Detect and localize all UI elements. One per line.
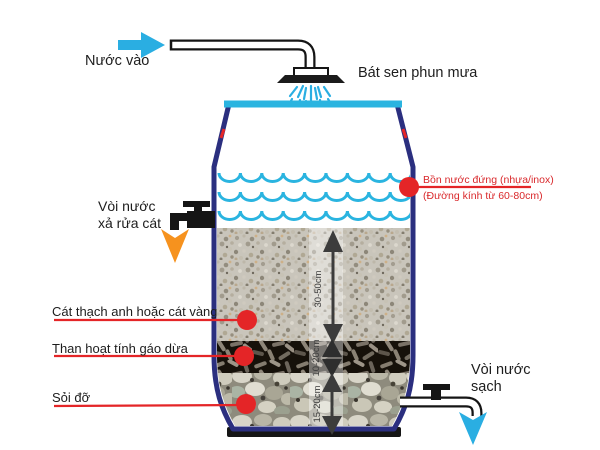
carbon-label: Than hoạt tính gáo dừa bbox=[52, 341, 189, 356]
inlet-label: Nước vào bbox=[85, 53, 149, 69]
drain-label-line1: Vòi nước bbox=[98, 198, 155, 214]
carbon-callout-dot bbox=[234, 346, 254, 366]
sand-depth-arrow bbox=[323, 230, 343, 344]
clean-label-line2: sạch bbox=[471, 379, 502, 395]
callout-lines bbox=[53, 185, 531, 408]
tank-outline bbox=[211, 101, 416, 432]
clean-label-line1: Vòi nước bbox=[471, 362, 531, 378]
sand-depth-label: 30-50cm bbox=[313, 270, 324, 307]
sand-label: Cát thạch anh hoặc cát vàng bbox=[52, 304, 218, 319]
clean-arrow-icon bbox=[459, 412, 487, 445]
tank-callout-dot bbox=[399, 177, 419, 197]
clean-valve-icon bbox=[423, 384, 450, 400]
carbon-depth-label: 10-20cm bbox=[311, 339, 322, 376]
carbon-depth-arrow bbox=[322, 339, 342, 377]
gravel-depth-label: 15-20cm bbox=[312, 385, 323, 422]
water-waves bbox=[217, 172, 410, 221]
clean-faucet-pipe bbox=[400, 384, 483, 416]
wall-tick-marks bbox=[219, 128, 408, 139]
gravel-callout-dot bbox=[236, 394, 256, 414]
drain-faucet-icon bbox=[170, 201, 215, 230]
drain-label-line2: xả rửa cát bbox=[98, 215, 161, 231]
shower-label: Bát sen phun mưa bbox=[358, 65, 478, 81]
gravel-label: Sỏi đỡ bbox=[52, 390, 91, 405]
sand-callout-dot bbox=[237, 310, 257, 330]
inlet-pipe bbox=[169, 39, 316, 70]
inlet-arrow-icon bbox=[118, 32, 165, 58]
tank-label-line2: (Đường kính từ 60-80cm) bbox=[423, 190, 543, 202]
shower-head-icon bbox=[277, 67, 345, 83]
tank-label-line1: Bồn nước đứng (nhựa/inox) bbox=[423, 174, 554, 186]
drain-arrow-icon bbox=[161, 229, 189, 263]
gravel-callout-line bbox=[53, 403, 247, 408]
gravel-depth-arrow bbox=[322, 373, 342, 435]
callout-dots bbox=[234, 177, 419, 414]
